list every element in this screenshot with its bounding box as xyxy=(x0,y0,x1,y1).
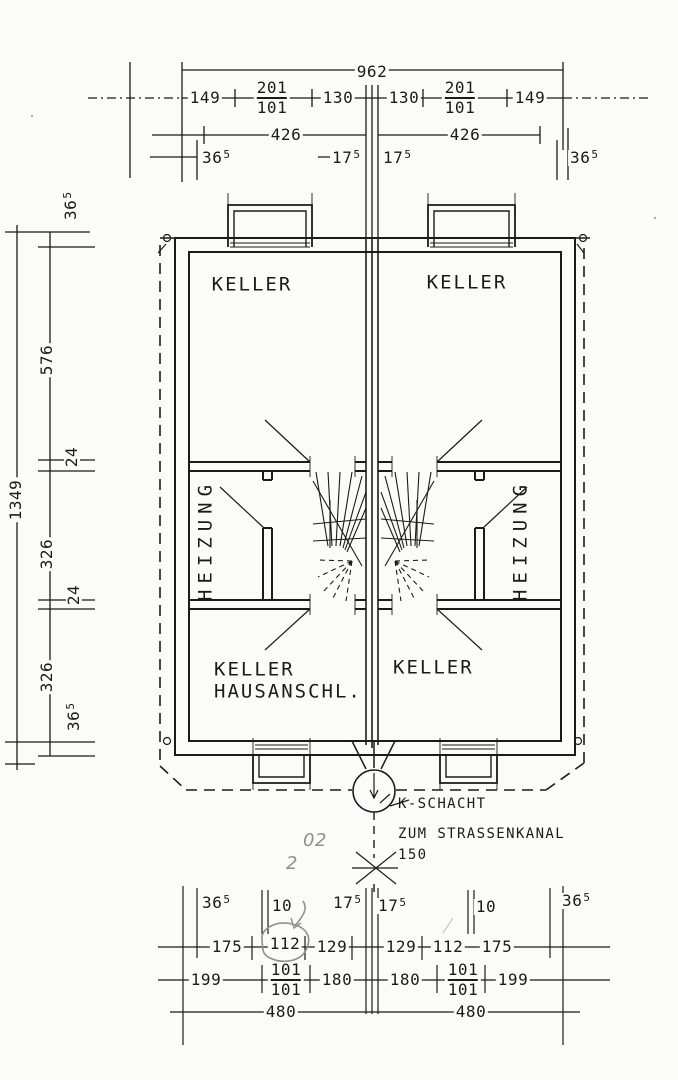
dim-bot-129a: 129 xyxy=(314,937,350,956)
dim-bot-180-right: 180 xyxy=(387,970,423,989)
scan-speck xyxy=(653,216,657,220)
dim-bot-175-left: 175 xyxy=(331,893,363,912)
dim-bot-365-left: 365 xyxy=(200,893,232,912)
dim-top-175-left: 175 xyxy=(330,148,362,167)
dim-under: 101 xyxy=(444,98,476,117)
dim-top-175-right: 175 xyxy=(381,148,413,167)
dim-left-365-bottom: 365 xyxy=(64,701,83,733)
dim-over: 101 xyxy=(447,960,479,979)
dim-bot-365-right: 365 xyxy=(560,891,592,910)
annotation-strassenkanal: ZUM STRASSENKANAL xyxy=(398,826,566,842)
dim-left-24-lower: 24 xyxy=(64,582,83,608)
dim-left-total: 1349 xyxy=(6,477,25,523)
dim-over: 101 xyxy=(270,960,302,979)
dim-left-326-lower: 326 xyxy=(37,659,56,695)
dim-top-149-left: 149 xyxy=(187,88,223,107)
dim-bot-480-right: 480 xyxy=(453,1002,489,1021)
dim-top-426-right: 426 xyxy=(447,125,483,144)
dim-bot-112b: 112 xyxy=(430,937,466,956)
dim-left-24-upper: 24 xyxy=(62,444,81,470)
dim-bot-10-left: 10 xyxy=(269,896,295,915)
pencil-note-2: 2 xyxy=(286,853,298,874)
dim-bot-180-left: 180 xyxy=(319,970,355,989)
dim-bar xyxy=(256,97,288,99)
room-label-keller-bottom-left: KELLER xyxy=(214,658,295,681)
dim-top-total: 962 xyxy=(354,62,390,81)
dim-left-326-upper: 326 xyxy=(37,536,56,572)
dim-bot-175b: 175 xyxy=(479,937,515,956)
dim-bar xyxy=(444,97,476,99)
dim-bar xyxy=(447,979,479,981)
dim-bot-175a: 175 xyxy=(209,937,245,956)
dim-over: 201 xyxy=(256,78,288,97)
pencil-note-02: 02 xyxy=(303,830,327,851)
dim-bot-129b: 129 xyxy=(383,937,419,956)
room-label-keller-top-left: KELLER xyxy=(211,273,293,296)
dim-top-426-left: 426 xyxy=(268,125,304,144)
room-label-heizung-left: HEIZUNG xyxy=(194,478,217,602)
annotation-k-schacht: K-SCHACHT xyxy=(398,796,487,812)
dim-top-365-right: 365 xyxy=(568,148,600,167)
room-label-keller-top-right: KELLER xyxy=(426,271,508,294)
dim-top-149-right: 149 xyxy=(512,88,548,107)
dim-over: 201 xyxy=(444,78,476,97)
dim-under: 101 xyxy=(270,980,302,999)
annotation-dn150: 150 xyxy=(398,847,428,863)
room-label-heizung-right: HEIZUNG xyxy=(509,478,532,602)
room-label-hausanschl: HAUSANSCHL. xyxy=(214,680,362,703)
dim-bot-480-left: 480 xyxy=(263,1002,299,1021)
dim-bot-10-right: 10 xyxy=(473,897,499,916)
dim-left-576: 576 xyxy=(37,342,56,378)
dim-left-365-top: 365 xyxy=(61,190,80,222)
dim-under: 101 xyxy=(256,98,288,117)
dim-bot-112-circled: 112 xyxy=(267,934,303,953)
dim-bar xyxy=(270,979,302,981)
dim-top-365-left: 365 xyxy=(200,148,232,167)
dim-top-130-right: 130 xyxy=(386,88,422,107)
dim-bot-199-right: 199 xyxy=(495,970,531,989)
dim-bot-199-left: 199 xyxy=(188,970,224,989)
room-label-keller-bottom-right: KELLER xyxy=(393,656,474,679)
dim-top-130-left: 130 xyxy=(320,88,356,107)
dim-under: 101 xyxy=(447,980,479,999)
scan-speck xyxy=(30,114,34,118)
dim-bot-175-right: 175 xyxy=(376,896,408,915)
